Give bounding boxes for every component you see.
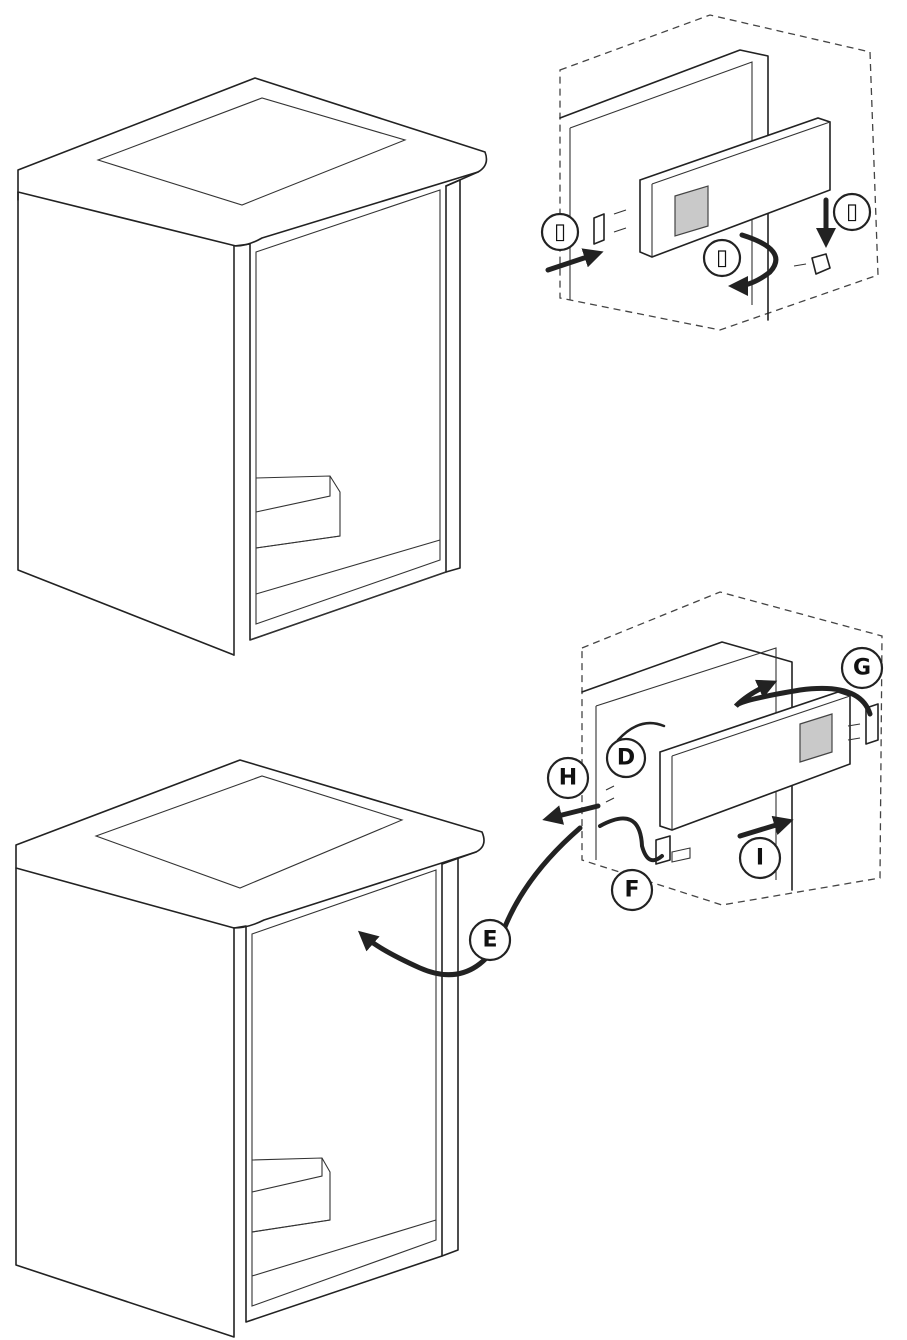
callout-G-label: G [853,656,871,681]
cable-F [598,816,664,863]
cabinet-top [17,77,488,656]
detail-top: ▯ ▯ ▯ [540,14,879,331]
arrow-I [737,815,794,839]
push-arrow-left-top [545,248,604,273]
callout-left-top-label: ▯ [554,220,566,245]
cable-G [733,679,873,717]
callout-H-label: H [559,766,577,791]
callout-I: I [738,836,782,880]
arrow-H [542,803,601,825]
callout-D: D [605,737,647,779]
callout-center-top-label: ▯ [716,246,728,271]
detail-bottom: D E F G H I [357,591,884,978]
callout-I-label: I [756,846,764,871]
rotate-arrow-top [728,232,779,296]
callout-right-top-label: ▯ [846,200,858,225]
bracket-right-bottom [847,703,879,745]
callout-right-top: ▯ [832,192,872,232]
callout-F: F [610,868,654,912]
bracket-lower-bottom [655,835,691,865]
callout-G: G [840,646,884,690]
callout-F-label: F [624,878,639,903]
callout-E: E [468,918,512,962]
control-panel-bottom [659,691,851,831]
callout-E-label: E [482,928,497,953]
control-panel-top [639,117,831,258]
cabinet-bottom [15,759,485,1338]
bracket-right-top [793,253,831,275]
callout-center-top: ▯ [702,238,742,278]
callout-H: H [546,756,590,800]
callout-left-top: ▯ [540,212,580,252]
callout-D-label: D [617,746,635,771]
cable-D [616,721,666,742]
cable-E [357,825,583,978]
bracket-left-top [593,209,627,245]
